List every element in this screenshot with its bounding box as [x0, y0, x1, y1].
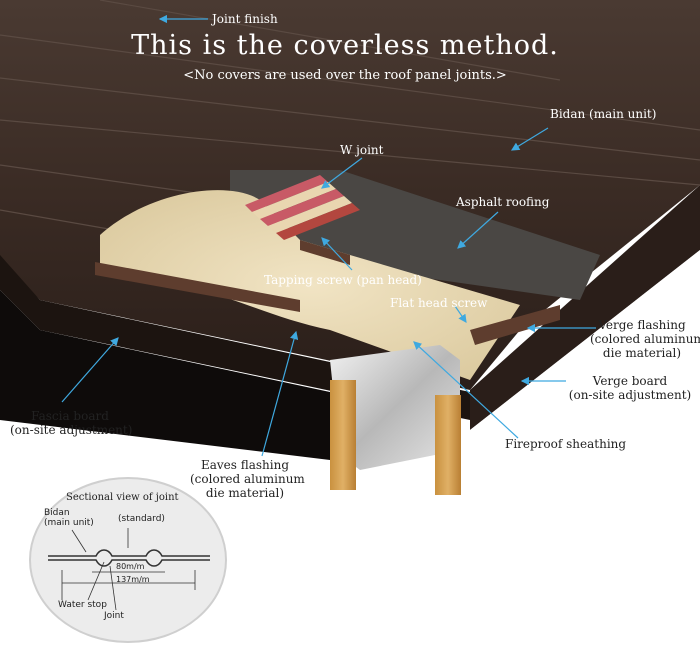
section-title: Sectional view of joint: [66, 492, 179, 503]
label-flat-head-screw: Flat head screw: [390, 296, 488, 310]
label-eaves-flashing: Eaves flashing (colored aluminum die mat…: [190, 458, 305, 500]
arrow-fascia: [61, 337, 119, 403]
label-verge-board: Verge board (on-site adjustment): [568, 374, 692, 402]
arrow-asphalt: [457, 211, 499, 249]
page-subtitle: <No covers are used over the roof panel …: [183, 68, 507, 83]
section-water-stop: Water stop: [58, 600, 107, 610]
wood-post-left: [330, 380, 356, 490]
arrow-flat-head: [454, 305, 467, 323]
eaves-under: [0, 290, 330, 460]
section-joint: Joint: [104, 611, 124, 621]
arrow-w-joint: [321, 157, 363, 189]
sectional-view: [29, 477, 227, 643]
section-standard: (standard): [118, 514, 165, 524]
wood-post-right: [435, 395, 461, 495]
section-dim-inner: 80m/m: [116, 562, 145, 571]
w-joint-stripes: [245, 175, 360, 240]
label-fireproof-sheathing: Fireproof sheathing: [505, 437, 627, 451]
label-fascia-board: Fascia board (on-site adjustment): [10, 409, 133, 437]
verge-flashing-strip: [470, 305, 560, 345]
label-bidan: Bidan (main unit): [550, 107, 657, 121]
label-asphalt-roofing: Asphalt roofing: [456, 195, 550, 209]
steel-purlin: [330, 345, 460, 470]
section-dim-outer: 137m/m: [116, 575, 150, 584]
label-tapping-screw: Tapping screw (pan head): [264, 273, 422, 287]
label-joint-finish: Joint finish: [212, 12, 278, 26]
insulation: [100, 190, 520, 380]
arrow-fireproof: [413, 341, 519, 439]
arrow-bidan: [510, 127, 549, 151]
page-title: This is the coverless method.: [131, 30, 559, 61]
arrow-eaves-flashing: [261, 330, 299, 457]
flashing-strip: [95, 262, 300, 312]
verge-board: [470, 185, 700, 430]
flashing-strip-2: [300, 240, 350, 265]
arrow-tapping-screw: [321, 237, 353, 271]
label-w-joint: W joint: [340, 143, 384, 157]
label-verge-flashing: Verge flashing (colored aluminum die mat…: [590, 318, 700, 360]
section-bidan: Bidan (main unit): [44, 508, 94, 528]
